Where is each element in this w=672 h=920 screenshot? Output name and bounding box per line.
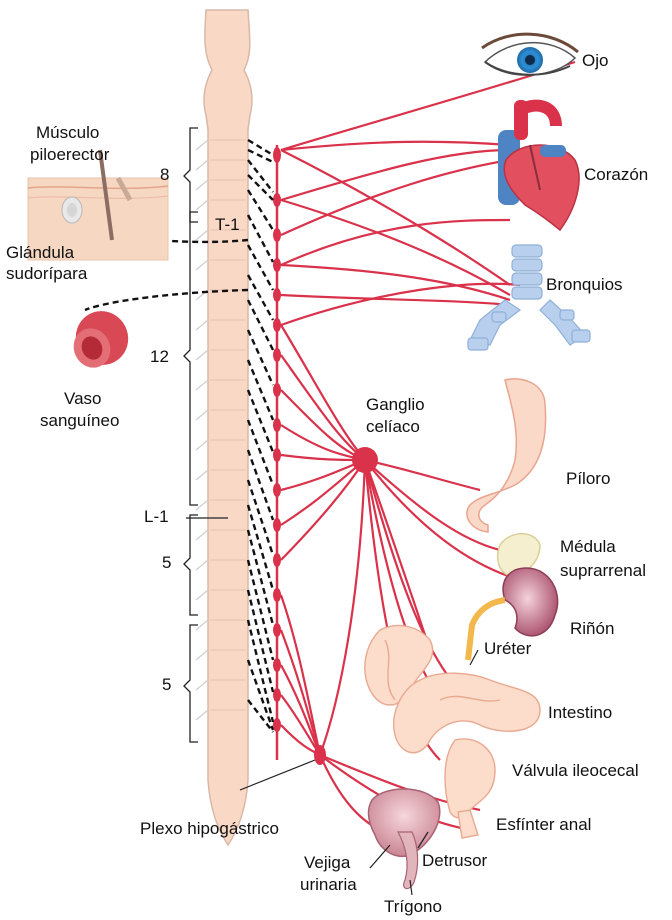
label-ojo: Ojo xyxy=(582,51,608,70)
bladder-icon xyxy=(368,789,439,889)
label-detrusor: Detrusor xyxy=(422,851,488,870)
spinal-nerve-roots xyxy=(196,140,208,720)
label-seg-l1: L-1 xyxy=(144,507,169,526)
bracket-thoracic xyxy=(184,212,198,505)
label-plexo: Plexo hipogástrico xyxy=(140,819,279,838)
label-vaso-1: Vaso xyxy=(64,389,102,408)
label-seg-5b: 5 xyxy=(162,675,171,694)
label-valvula: Válvula ileocecal xyxy=(512,761,639,780)
kidney-icon xyxy=(503,568,558,636)
label-trigono: Trígono xyxy=(384,897,442,916)
label-ureter: Uréter xyxy=(484,639,532,658)
celiac-ganglion xyxy=(352,447,378,473)
sympathetic-chain xyxy=(273,145,281,760)
bracket-lumbar1 xyxy=(184,515,198,615)
label-corazon: Corazón xyxy=(584,165,648,184)
label-seg-t1: T-1 xyxy=(215,215,240,234)
label-ganglio-2: celíaco xyxy=(366,417,420,436)
label-medula-2: suprarrenal xyxy=(560,561,646,580)
label-medula-1: Médula xyxy=(560,537,616,556)
label-piloro: Píloro xyxy=(566,469,610,488)
label-vejiga-2: urinaria xyxy=(300,875,357,894)
spinal-cord xyxy=(196,10,252,845)
eye-icon xyxy=(482,34,578,75)
label-seg-5a: 5 xyxy=(162,553,171,572)
label-ganglio-1: Ganglio xyxy=(366,395,425,414)
label-intestino: Intestino xyxy=(548,703,612,722)
label-esfinter: Esfínter anal xyxy=(496,815,591,834)
label-musculo-1: Músculo xyxy=(36,123,99,142)
label-vejiga-1: Vejiga xyxy=(304,853,351,872)
label-seg-8: 8 xyxy=(160,165,169,184)
bracket-lumbar2 xyxy=(184,625,198,742)
stomach-icon xyxy=(467,379,546,532)
bronchi-icon xyxy=(468,245,590,350)
label-glandula-1: Glándula xyxy=(6,243,75,262)
heart-icon xyxy=(498,100,579,230)
label-musculo-2: piloerector xyxy=(30,145,110,164)
label-vaso-2: sanguíneo xyxy=(40,411,119,430)
label-bronquios: Bronquios xyxy=(546,275,623,294)
label-rinon: Riñón xyxy=(570,619,614,638)
blood-vessel-icon xyxy=(67,303,137,374)
label-glandula-2: sudorípara xyxy=(6,264,88,283)
label-seg-12: 12 xyxy=(150,347,169,366)
bracket-cervical xyxy=(184,128,198,222)
hypogastric-plexus xyxy=(314,745,326,765)
